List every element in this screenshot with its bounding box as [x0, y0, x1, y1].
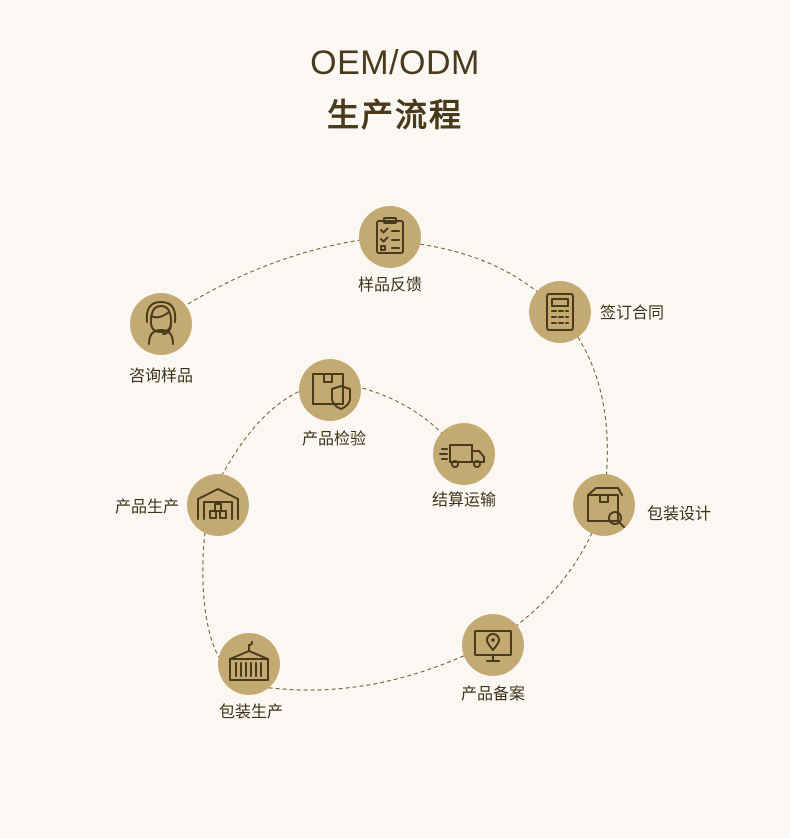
- box-shield-icon: [312, 373, 351, 410]
- warehouse-icon: [197, 488, 239, 520]
- delivery-truck-icon: [439, 444, 485, 468]
- step-label: 签订合同: [600, 303, 664, 322]
- step-sample-feedback: 样品反馈: [358, 206, 422, 294]
- step-product-filing: 产品备案: [461, 614, 525, 703]
- step-node: [573, 474, 635, 536]
- headset-agent-icon: [145, 301, 177, 345]
- step-node: [130, 293, 192, 355]
- calculator-icon: [546, 293, 574, 331]
- step-package-design: 包装设计: [573, 474, 711, 536]
- step-node: [299, 359, 361, 421]
- step-product-production: 产品生产: [115, 474, 249, 536]
- step-label: 咨询样品: [129, 366, 193, 385]
- step-product-inspection: 产品检验: [299, 359, 366, 448]
- step-packaging-production: 包装生产: [218, 633, 283, 721]
- shipping-container-icon: [229, 641, 269, 681]
- step-label: 样品反馈: [358, 275, 422, 294]
- monitor-location-icon: [474, 630, 512, 662]
- step-label: 产品备案: [461, 684, 525, 703]
- step-settlement-shipping: 结算运输: [432, 423, 496, 509]
- step-label: 结算运输: [432, 490, 496, 509]
- box-search-icon: [587, 487, 625, 528]
- clipboard-checklist-icon: [376, 217, 404, 254]
- step-consult: 咨询样品: [129, 293, 193, 385]
- title-chinese: 生产流程: [326, 96, 463, 134]
- step-label: 包装设计: [647, 504, 711, 523]
- step-sign-contract: 签订合同: [529, 281, 664, 343]
- step-node: [218, 633, 280, 695]
- step-label: 产品生产: [115, 497, 179, 516]
- title-english: OEM/ODM: [310, 44, 480, 82]
- step-label: 包装生产: [219, 702, 283, 721]
- step-label: 产品检验: [302, 429, 366, 448]
- step-node: [359, 206, 421, 268]
- step-node: [462, 614, 524, 676]
- step-node: [433, 423, 495, 485]
- flow-path: [187, 239, 608, 691]
